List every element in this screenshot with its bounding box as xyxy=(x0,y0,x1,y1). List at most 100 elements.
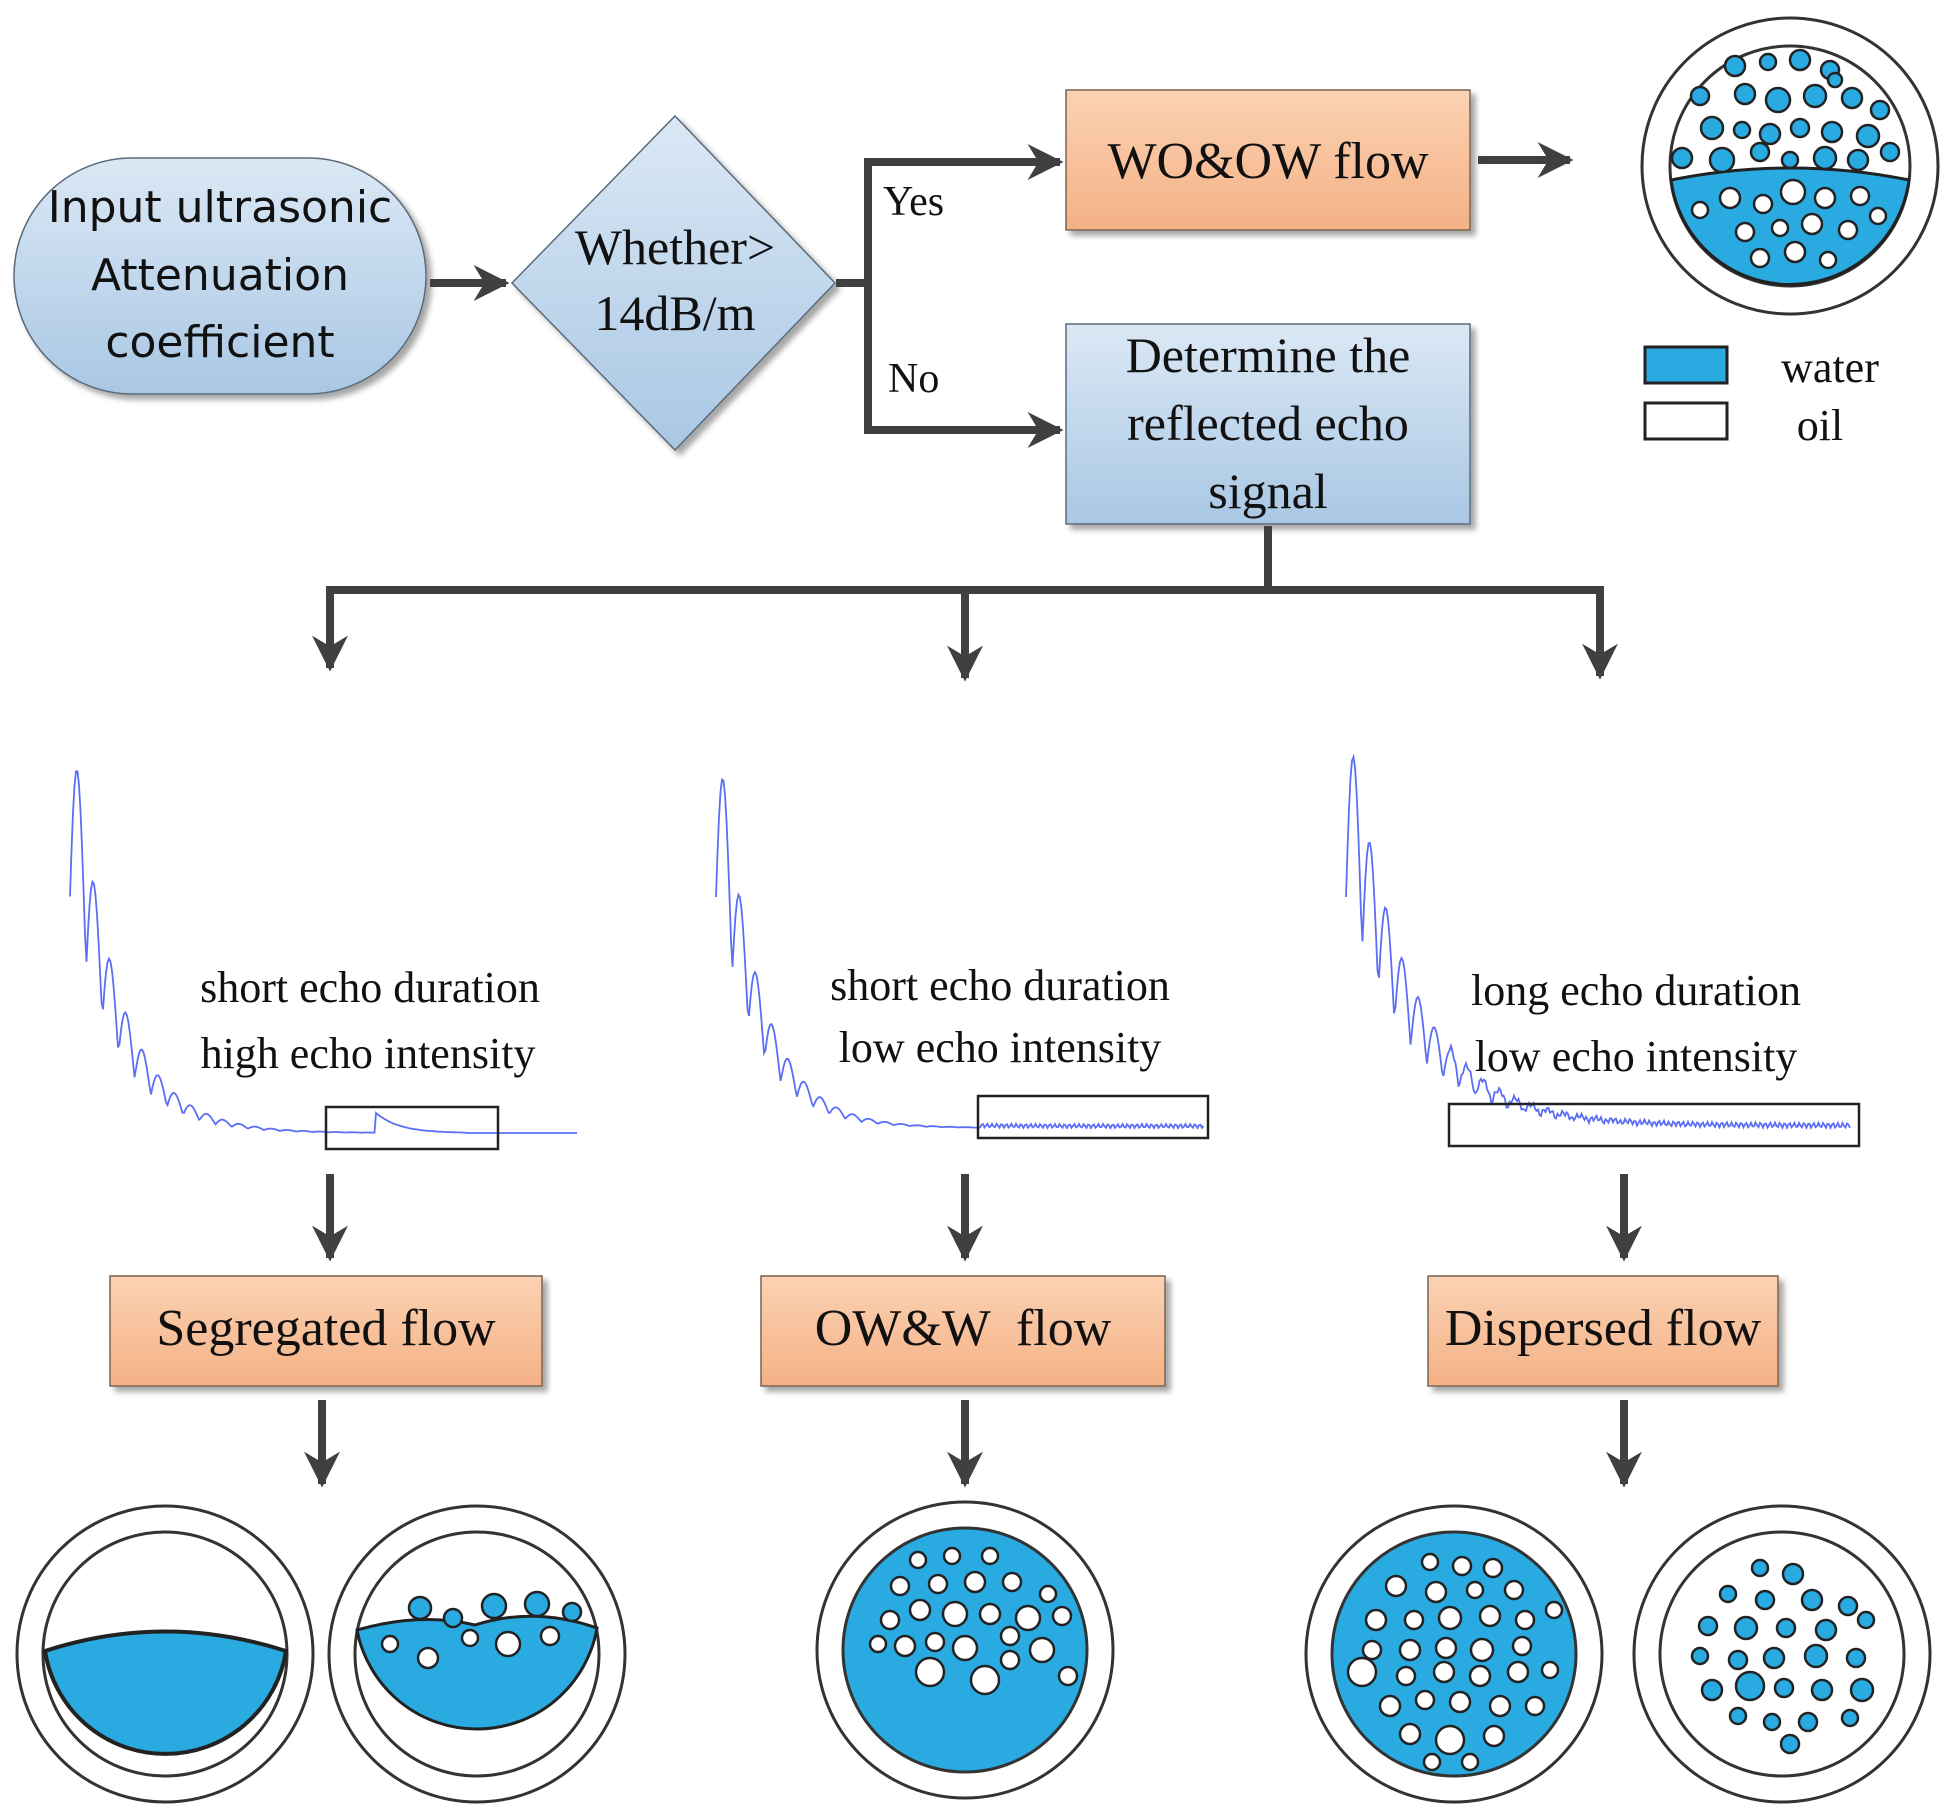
oil-droplet xyxy=(1503,1579,1525,1601)
echo-waveform-3 xyxy=(1345,753,1851,1131)
oil-droplet xyxy=(908,1550,928,1570)
oil-droplet xyxy=(460,1628,480,1648)
input-node: Input ultrasonic Attenuation coefficient xyxy=(13,157,427,395)
determine-label-line1: Determine the xyxy=(1126,327,1411,383)
oil-droplet xyxy=(1690,200,1710,220)
oil-droplet xyxy=(942,1546,962,1566)
signal-2-line2: low echo intensity xyxy=(839,1023,1162,1072)
water-droplet xyxy=(1762,1712,1782,1732)
echo-waveform-2 xyxy=(715,777,1205,1130)
ow-w-pipe xyxy=(815,1500,1115,1800)
oil-droplet xyxy=(1437,1605,1463,1631)
oil-droplet xyxy=(893,1634,917,1658)
oil-droplet xyxy=(380,1634,400,1654)
ow-w-droplets xyxy=(868,1546,1079,1696)
water-droplet xyxy=(1837,1595,1859,1617)
water-droplet xyxy=(1708,146,1736,174)
oil-droplet xyxy=(908,1598,932,1622)
determine-echo-box: Determine the reflected echo signal xyxy=(1065,323,1471,525)
water-droplet xyxy=(1775,1617,1797,1639)
oil-droplet xyxy=(1514,1609,1536,1631)
water-droplet xyxy=(1749,141,1771,163)
oil-droplet xyxy=(1469,1637,1495,1663)
water-droplet xyxy=(1758,122,1782,146)
water-droplet xyxy=(480,1592,508,1620)
oil-droplet xyxy=(1398,1638,1422,1662)
oil-droplet xyxy=(1524,1695,1546,1717)
water-droplet xyxy=(1803,1643,1829,1669)
water-droplet xyxy=(1826,71,1844,89)
signal-panel-1: short echo duration high echo intensity xyxy=(69,770,577,1151)
water-droplet xyxy=(1781,1562,1805,1586)
oil-droplet xyxy=(1432,1660,1456,1684)
echo-highlight-box-3 xyxy=(1447,1102,1861,1148)
legend-oil-swatch xyxy=(1643,401,1729,441)
water-droplet xyxy=(1697,1615,1719,1637)
oil-droplet xyxy=(1051,1605,1073,1627)
oil-droplet xyxy=(1868,206,1888,226)
oil-droplet xyxy=(1482,1724,1506,1748)
oil-droplet xyxy=(1506,1660,1530,1684)
oil-droplet xyxy=(963,1570,987,1594)
oil-droplet xyxy=(1460,1752,1480,1772)
top-connectors xyxy=(312,142,1618,682)
water-droplet xyxy=(1814,1618,1838,1642)
water-droplet xyxy=(1779,1733,1801,1755)
oil-droplet xyxy=(1734,221,1756,243)
water-droplet xyxy=(1846,148,1870,172)
dispersed-dense-pipe xyxy=(1304,1504,1604,1804)
oil-droplet xyxy=(1783,240,1807,264)
oil-droplet xyxy=(868,1634,888,1654)
oil-droplet xyxy=(1749,247,1771,269)
legend-water-swatch xyxy=(1643,345,1729,385)
water-droplet xyxy=(1727,1649,1749,1671)
signal-1-line1: short echo duration xyxy=(200,963,540,1012)
oil-droplet xyxy=(999,1649,1021,1671)
input-node-label-line3: coefficient xyxy=(105,317,334,368)
wo-ow-flow-label: WO&OW flow xyxy=(1107,133,1429,190)
oil-droplet xyxy=(914,1656,946,1688)
oil-droplet xyxy=(879,1609,901,1631)
oil-droplet xyxy=(1468,1664,1492,1688)
oil-droplet xyxy=(980,1546,1000,1566)
branch-yes-label: Yes xyxy=(883,179,944,225)
signal-1-line2: high echo intensity xyxy=(201,1029,536,1078)
water-droplet xyxy=(561,1601,583,1623)
oil-droplet xyxy=(1488,1694,1512,1718)
oil-droplet xyxy=(1465,1580,1485,1600)
water-droplet xyxy=(1689,85,1711,107)
water-droplet xyxy=(1810,1678,1834,1702)
oil-droplet xyxy=(1837,219,1859,241)
wo-ow-pipe-cross-section xyxy=(1640,16,1940,316)
dispersed-oil-droplets xyxy=(1346,1552,1564,1772)
oil-droplet xyxy=(889,1575,911,1597)
wo-ow-pipe-droplets xyxy=(1670,48,1901,270)
oil-droplet xyxy=(1752,193,1774,215)
oil-droplet xyxy=(1414,1689,1436,1711)
oil-droplet xyxy=(494,1630,522,1658)
legend-water-label: water xyxy=(1781,343,1879,392)
determine-label-line3: signal xyxy=(1208,463,1327,519)
segregated-flow-box: Segregated flow xyxy=(109,1275,543,1387)
oil-droplet xyxy=(1511,1635,1533,1657)
branch-no-label: No xyxy=(888,356,939,402)
oil-droplet xyxy=(1014,1604,1042,1632)
water-droplet xyxy=(1802,83,1828,109)
echo-waveform-1 xyxy=(69,770,577,1134)
decision-node: Whether> 14dB/m xyxy=(510,114,837,452)
oil-droplet xyxy=(927,1573,949,1595)
water-droplet xyxy=(1773,1677,1795,1699)
oil-droplet xyxy=(1482,1557,1504,1579)
oil-droplet xyxy=(1544,1600,1564,1620)
segregated-wavy-droplets xyxy=(380,1590,583,1670)
oil-droplet xyxy=(941,1600,969,1628)
water-droplet xyxy=(1797,1711,1819,1733)
water-droplet xyxy=(1733,1615,1759,1641)
water-droplet xyxy=(1750,1558,1770,1578)
oil-droplet xyxy=(1818,250,1838,270)
water-droplet xyxy=(1849,1677,1875,1703)
oil-droplet xyxy=(1038,1584,1058,1604)
oil-droplet xyxy=(1346,1656,1378,1688)
water-droplet xyxy=(1754,1589,1776,1611)
